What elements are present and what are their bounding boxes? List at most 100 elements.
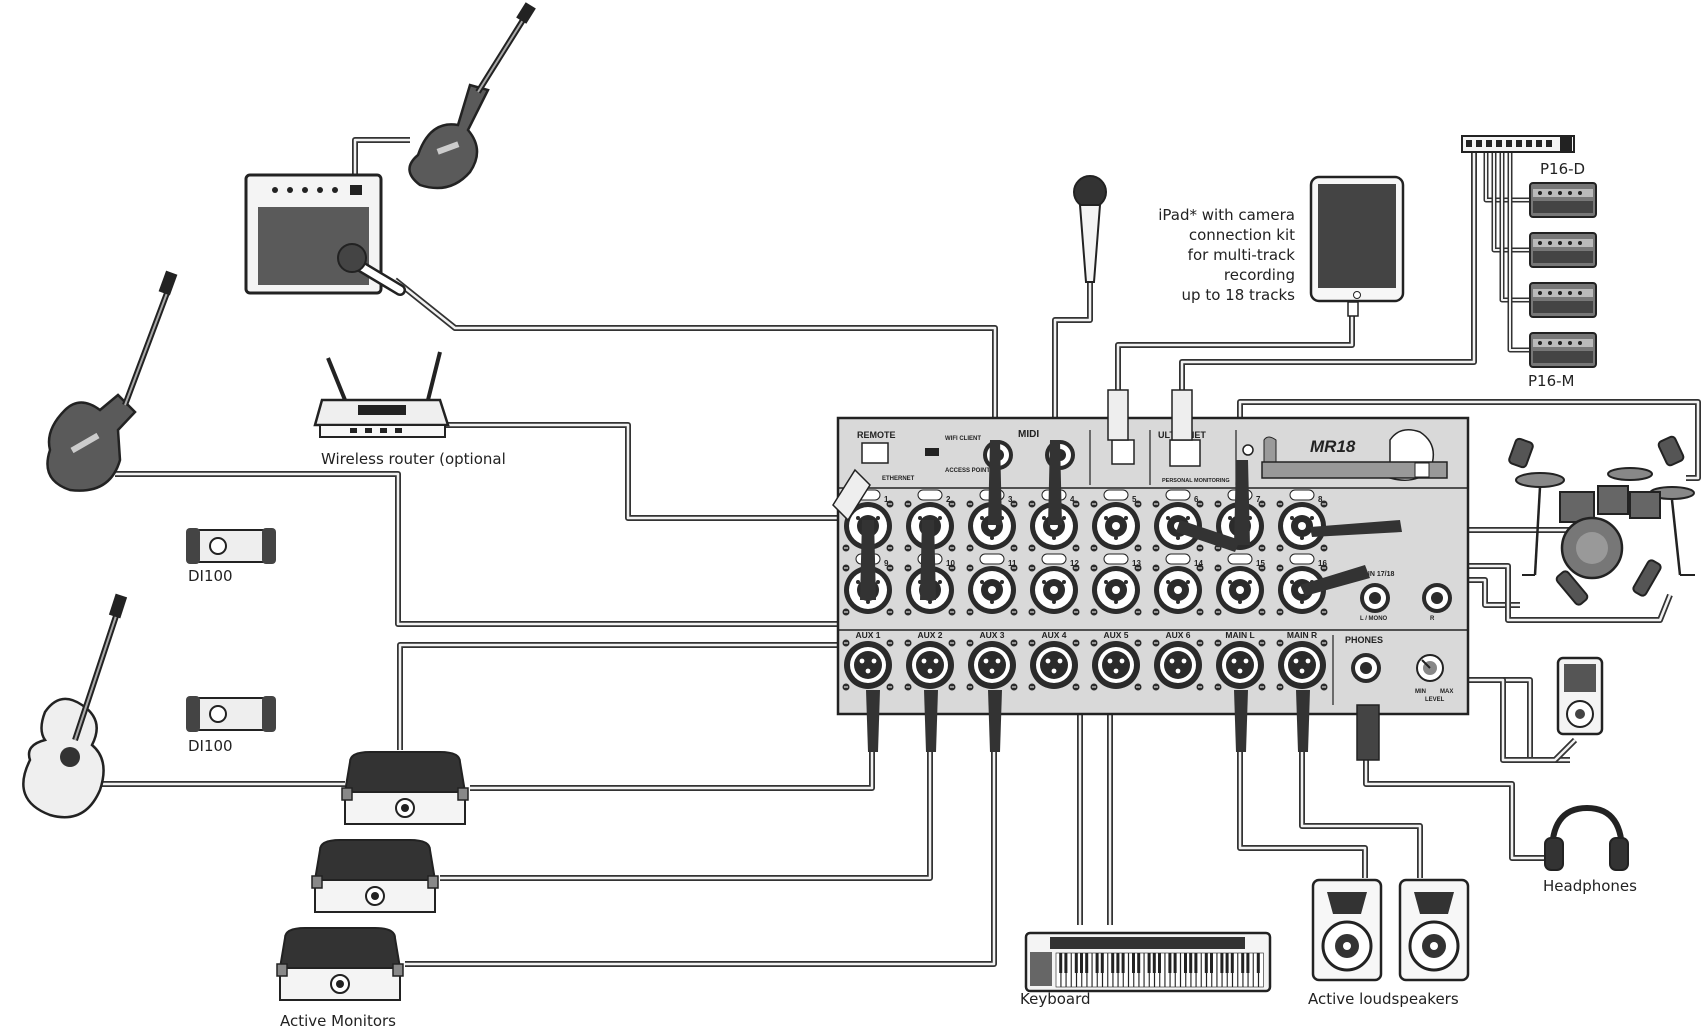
input-channel-label: 9 — [884, 559, 889, 568]
keyboard-black-key — [1116, 953, 1120, 973]
screw — [948, 639, 956, 647]
acoustic-guitar-icon — [22, 593, 128, 819]
p16d-device — [1461, 135, 1575, 153]
screw — [1134, 639, 1142, 647]
screw — [1276, 500, 1284, 508]
screw — [1072, 639, 1080, 647]
keyboard-black-key — [1225, 953, 1229, 973]
screw — [1214, 500, 1222, 508]
phantom-led — [917, 489, 943, 501]
output-jack-label: MAIN R — [1287, 630, 1317, 640]
screw — [842, 608, 850, 616]
output-jack-aux-1[interactable] — [844, 641, 892, 689]
output-jack-label: AUX 5 — [1103, 630, 1128, 640]
screw — [1258, 683, 1266, 691]
screw — [1028, 683, 1036, 691]
line-in-r-jack[interactable] — [1422, 583, 1452, 613]
screw — [1196, 544, 1204, 552]
ethernet-port[interactable] — [861, 442, 889, 464]
input-channel-label: 4 — [1070, 495, 1075, 504]
keyboard-black-key — [1204, 953, 1208, 973]
keyboard-black-key — [1220, 953, 1224, 973]
ipad-note-line: for multi-track — [1187, 246, 1295, 264]
keyboard-icon — [1024, 931, 1272, 993]
di100-bottom-label: DI100 — [188, 737, 233, 755]
screw — [1090, 639, 1098, 647]
screw — [1214, 639, 1222, 647]
screw — [1152, 544, 1160, 552]
screw — [1090, 500, 1098, 508]
screw — [1010, 639, 1018, 647]
input-channel-12[interactable] — [1030, 566, 1078, 614]
keyboard-black-key — [1241, 953, 1245, 973]
keyboard-black-key — [1173, 953, 1177, 973]
screw — [1090, 544, 1098, 552]
phantom-led — [1165, 489, 1191, 501]
access-point-label: ACCESS POINT — [945, 468, 990, 474]
input-channel-label: 5 — [1132, 495, 1137, 504]
ipad-note: iPad* with camera connection kit for mul… — [1120, 205, 1295, 305]
screw — [1090, 564, 1098, 572]
output-jack-aux-5[interactable] — [1092, 641, 1140, 689]
screw — [1276, 564, 1284, 572]
keyboard-black-key — [1256, 953, 1260, 973]
wifi-switch[interactable] — [925, 448, 939, 456]
output-jack-aux-6[interactable] — [1154, 641, 1202, 689]
input-channel-label: 8 — [1318, 495, 1323, 504]
phones-level-knob[interactable] — [1416, 654, 1444, 682]
screw — [1320, 683, 1328, 691]
screw — [1196, 608, 1204, 616]
wireless-router-icon — [313, 351, 450, 438]
output-jack-main-l[interactable] — [1216, 641, 1264, 689]
screw — [1072, 683, 1080, 691]
screw — [904, 500, 912, 508]
keyboard-black-key — [1137, 953, 1141, 973]
screw — [966, 608, 974, 616]
usb-port[interactable] — [1111, 439, 1135, 465]
input-channel-13[interactable] — [1092, 566, 1140, 614]
input-channel-label: 7 — [1256, 495, 1261, 504]
screw — [886, 608, 894, 616]
ethernet-label: ETHERNET — [882, 476, 915, 482]
p16d-label: P16-D — [1540, 160, 1586, 178]
screw — [948, 544, 956, 552]
di100-top-label: DI100 — [188, 567, 233, 585]
connected-plugs: TRS — [832, 389, 1402, 761]
screw — [1134, 608, 1142, 616]
output-jack-aux-4[interactable] — [1030, 641, 1078, 689]
ultranet-port[interactable] — [1169, 439, 1201, 467]
input-channel-label: 1 — [884, 495, 889, 504]
screw — [1320, 608, 1328, 616]
drum-kit-icon — [1508, 435, 1695, 606]
output-jack-main-r[interactable] — [1278, 641, 1326, 689]
screw — [886, 683, 894, 691]
output-jack-aux-3[interactable] — [968, 641, 1016, 689]
output-jack-label: AUX 6 — [1165, 630, 1190, 640]
input-channel-11[interactable] — [968, 566, 1016, 614]
screw — [1276, 639, 1284, 647]
output-jack-aux-2[interactable] — [906, 641, 954, 689]
r-label: R — [1430, 616, 1435, 622]
screw — [1134, 544, 1142, 552]
keyboard-black-key — [1074, 953, 1078, 973]
input-channel-5[interactable] — [1092, 502, 1140, 550]
input-channel-14[interactable] — [1154, 566, 1202, 614]
screw — [1010, 683, 1018, 691]
amp-microphone-icon — [337, 243, 406, 296]
line-in-l-jack[interactable] — [1360, 583, 1390, 613]
p16m-label: P16-M — [1528, 372, 1575, 390]
input-channel-8[interactable] — [1278, 502, 1326, 550]
ipad-note-line: connection kit — [1188, 226, 1295, 244]
headphones-icon — [1544, 804, 1629, 871]
input-channel-label: 2 — [946, 495, 951, 504]
screw — [1028, 564, 1036, 572]
phones-jack[interactable] — [1351, 653, 1381, 683]
screw — [948, 608, 956, 616]
phantom-led — [1103, 489, 1129, 501]
keyboard-black-key — [1246, 953, 1250, 973]
screw — [1214, 564, 1222, 572]
screw — [948, 683, 956, 691]
phantom-led — [1289, 489, 1315, 501]
input-channel-15[interactable] — [1216, 566, 1264, 614]
